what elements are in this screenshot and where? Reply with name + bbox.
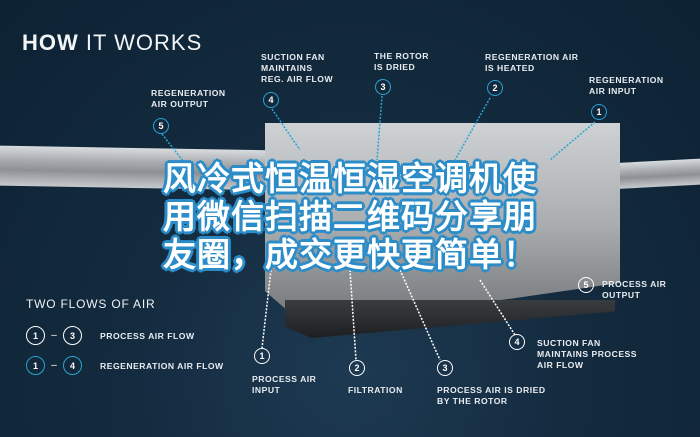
- page-title: HOW IT WORKS: [22, 30, 203, 55]
- step-4-icon: 4: [509, 334, 525, 350]
- callout-label: FILTRATION: [348, 385, 403, 395]
- callout-filtration: 2 FILTRATION: [348, 360, 403, 396]
- legend-label: PROCESS AIR FLOW: [100, 330, 195, 341]
- legend-label: REGENERATION AIR FLOW: [100, 360, 224, 371]
- legend-to-icon: 4: [63, 356, 82, 375]
- legend-from-icon: 1: [26, 356, 45, 375]
- step-3-icon: 3: [375, 79, 391, 95]
- step-5-icon: 5: [578, 277, 594, 293]
- legend-title: TWO FLOWS OF AIR: [26, 297, 156, 311]
- step-4-icon: 4: [263, 92, 279, 108]
- legend-dash: –: [51, 330, 57, 341]
- legend-dash: –: [51, 360, 57, 371]
- step-1-icon: 1: [254, 348, 270, 364]
- step-2-icon: 2: [487, 80, 503, 96]
- promo-overlay-text: 风冷式恒温恒湿空调机使 用微信扫描二维码分享朋 友圈，成交更快更简单！: [163, 159, 537, 274]
- legend: 1 – 3 PROCESS AIR FLOW 1 – 4 REGENERATIO…: [26, 326, 224, 375]
- step-1-icon: 1: [591, 104, 607, 120]
- legend-row-regeneration: 1 – 4 REGENERATION AIR FLOW: [26, 356, 224, 375]
- legend-from-icon: 1: [26, 326, 45, 345]
- step-3-icon: 3: [437, 360, 453, 376]
- legend-to-icon: 3: [63, 326, 82, 345]
- step-5-icon: 5: [153, 118, 169, 134]
- legend-row-process: 1 – 3 PROCESS AIR FLOW: [26, 326, 224, 345]
- step-2-icon: 2: [349, 360, 365, 376]
